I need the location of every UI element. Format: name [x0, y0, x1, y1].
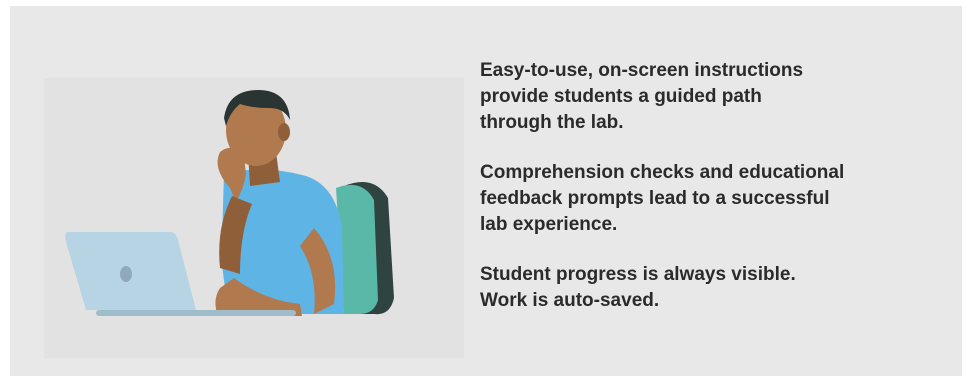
- laptop-logo-icon: [120, 266, 132, 282]
- chair-back: [336, 184, 378, 314]
- feature-comprehension-checks: Comprehension checks and educational fee…: [480, 162, 845, 235]
- student-laptop-illustration: [44, 78, 464, 358]
- head: [226, 94, 286, 166]
- typing-arm: [215, 278, 302, 316]
- hair: [224, 90, 290, 126]
- illustration-svg: [44, 78, 464, 358]
- feature-panel: Easy-to-use, on-screen instructions prov…: [10, 6, 962, 376]
- ear: [278, 123, 290, 141]
- feature-progress-visible: Student progress is always visible. Work…: [480, 264, 796, 311]
- right-arm: [300, 228, 336, 314]
- feature-list: Easy-to-use, on-screen instructions prov…: [480, 58, 950, 338]
- raised-hand: [217, 147, 246, 202]
- laptop-base: [96, 310, 296, 316]
- raised-forearm: [219, 196, 252, 274]
- feature-guided-path: Easy-to-use, on-screen instructions prov…: [480, 60, 804, 133]
